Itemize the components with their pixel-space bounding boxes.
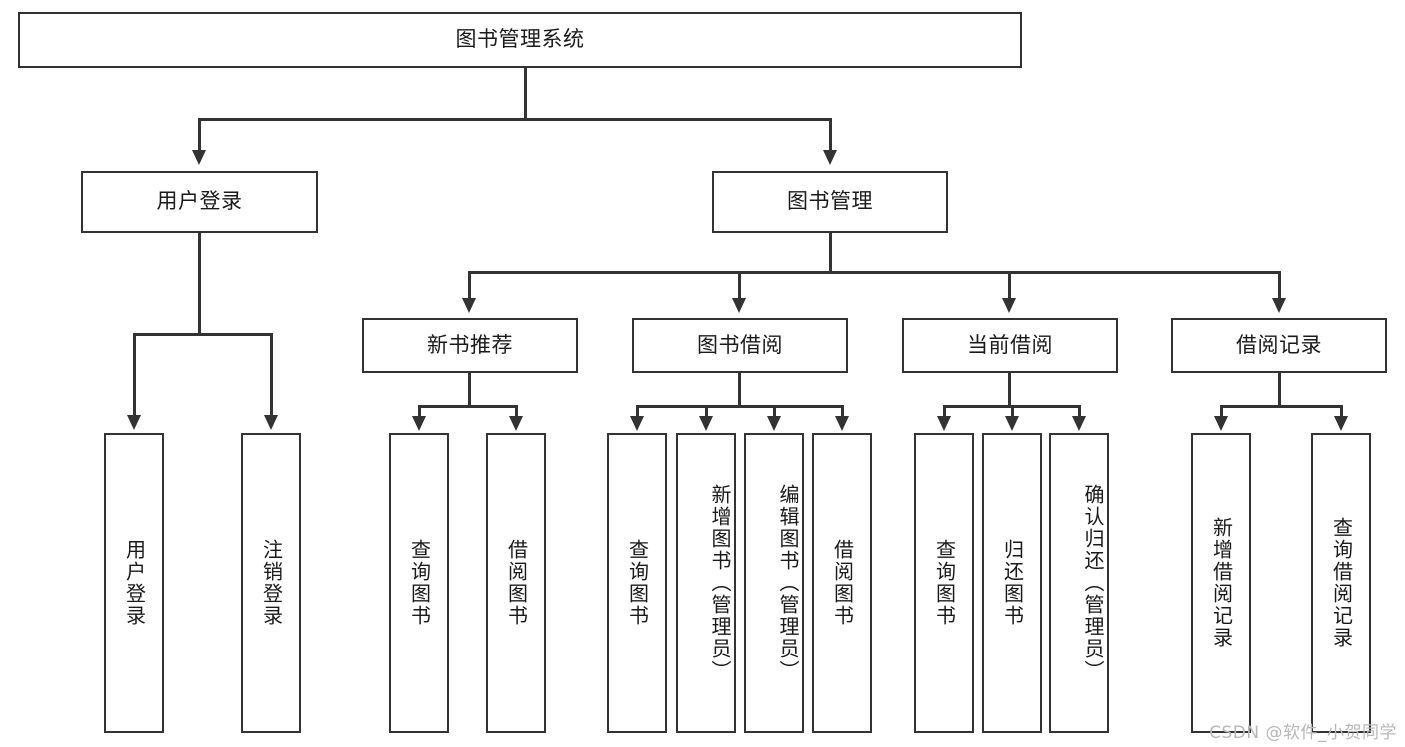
edge-user-login-stem: [198, 233, 201, 335]
arrow-bm-to-new-book-recommend: [462, 298, 476, 313]
arrow-bm-to-current-borrow: [1002, 298, 1016, 313]
node-label: 新增借阅记录: [1209, 517, 1234, 649]
arrow-new-book-leaf-2: [509, 416, 523, 431]
edge-current-borrow-drop-3: [1078, 405, 1081, 419]
arrow-user-login-leaf-1: [127, 415, 141, 430]
edge-user-login-drop-1: [133, 333, 136, 418]
node-user-login[interactable]: 用户登录: [81, 171, 318, 233]
leaf-user-logout[interactable]: 注销登录: [241, 433, 301, 733]
arrow-borrow-record-leaf-1: [1214, 416, 1228, 431]
node-book-borrow[interactable]: 图书借阅: [632, 318, 848, 373]
edge-root-bus: [198, 118, 832, 121]
node-label: 图书管理系统: [455, 27, 585, 52]
edge-bm-drop-new-book: [468, 271, 471, 301]
edge-book-borrow-drop-3: [773, 405, 776, 419]
node-label: 用户登录: [156, 189, 243, 214]
edge-borrow-record-bus: [1220, 405, 1342, 408]
leaf-query-book-new-recommend[interactable]: 查询图书: [389, 433, 449, 733]
arrow-current-borrow-leaf-2: [1005, 416, 1019, 431]
node-label: 查询借阅记录: [1329, 517, 1354, 649]
node-label: 查询图书: [407, 539, 432, 627]
node-label: 确认归还（管理员）: [1081, 484, 1105, 682]
arrow-new-book-leaf-1: [412, 416, 426, 431]
edge-new-book-drop-1: [418, 405, 421, 419]
edge-root-stem: [524, 68, 527, 120]
csdn-watermark: CSDN @软件_小贺同学: [1209, 723, 1397, 743]
leaf-borrow-book-borrow[interactable]: 借阅图书: [812, 433, 872, 733]
node-new-book-recommend[interactable]: 新书推荐: [362, 318, 578, 373]
edge-current-borrow-stem: [1008, 373, 1011, 407]
arrow-borrow-record-leaf-2: [1334, 416, 1348, 431]
leaf-query-borrow-record[interactable]: 查询借阅记录: [1311, 433, 1371, 733]
node-label: 归还图书: [1000, 539, 1025, 627]
node-label: 查询图书: [625, 539, 650, 627]
edge-bm-drop-current-borrow: [1008, 271, 1011, 301]
node-label: 查询图书: [932, 539, 957, 627]
edge-book-borrow-stem: [738, 373, 741, 407]
node-label: 借阅图书: [830, 539, 855, 627]
edge-current-borrow-drop-2: [1011, 405, 1014, 419]
arrow-root-to-book-management: [823, 150, 837, 165]
leaf-add-book-admin[interactable]: 新增图书（管理员）: [676, 433, 736, 733]
node-label: 用户登录: [122, 539, 147, 627]
node-current-borrow[interactable]: 当前借阅: [902, 318, 1118, 373]
edge-root-to-user-login: [198, 118, 201, 153]
arrow-current-borrow-leaf-3: [1072, 416, 1086, 431]
arrow-book-borrow-leaf-4: [835, 416, 849, 431]
arrow-book-borrow-leaf-3: [767, 416, 781, 431]
edge-book-borrow-bus: [636, 405, 844, 408]
edge-book-borrow-drop-2: [705, 405, 708, 419]
edge-root-to-book-management: [829, 118, 832, 153]
edge-current-borrow-drop-1: [943, 405, 946, 419]
leaf-confirm-return-admin[interactable]: 确认归还（管理员）: [1049, 433, 1109, 733]
edge-new-book-stem: [468, 373, 471, 407]
leaf-add-borrow-record[interactable]: 新增借阅记录: [1191, 433, 1251, 733]
arrow-book-borrow-leaf-2: [699, 416, 713, 431]
edge-user-login-bus: [133, 333, 272, 336]
node-root-system[interactable]: 图书管理系统: [18, 12, 1022, 68]
edge-book-management-bus: [468, 271, 1280, 274]
node-borrow-record[interactable]: 借阅记录: [1171, 318, 1387, 373]
arrow-book-borrow-leaf-1: [630, 416, 644, 431]
node-label: 编辑图书（管理员）: [776, 484, 800, 682]
arrow-bm-to-borrow-record: [1272, 298, 1286, 313]
leaf-return-book[interactable]: 归还图书: [982, 433, 1042, 733]
edge-new-book-bus: [418, 405, 518, 408]
node-label: 图书借阅: [697, 332, 783, 357]
arrow-user-login-leaf-2: [264, 415, 278, 430]
node-label: 图书管理: [787, 189, 873, 214]
edge-borrow-record-stem: [1278, 373, 1281, 407]
edge-borrow-record-drop-2: [1340, 405, 1343, 419]
leaf-borrow-book-new-recommend[interactable]: 借阅图书: [486, 433, 546, 733]
edge-current-borrow-bus: [943, 405, 1078, 408]
node-label: 新增图书（管理员）: [708, 484, 732, 682]
node-label: 当前借阅: [967, 332, 1053, 357]
edge-book-borrow-drop-4: [841, 405, 844, 419]
leaf-query-book-current[interactable]: 查询图书: [914, 433, 974, 733]
node-label: 借阅记录: [1236, 332, 1322, 357]
node-book-management[interactable]: 图书管理: [712, 171, 948, 233]
edge-book-management-stem: [829, 233, 832, 273]
node-label: 借阅图书: [504, 539, 529, 627]
edge-book-borrow-drop-1: [636, 405, 639, 419]
arrow-root-to-user-login: [192, 150, 206, 165]
edge-bm-drop-book-borrow: [738, 271, 741, 301]
node-label: 新书推荐: [427, 332, 513, 357]
edge-new-book-drop-2: [515, 405, 518, 419]
arrow-bm-to-book-borrow: [732, 298, 746, 313]
edge-bm-drop-borrow-record: [1278, 271, 1281, 301]
edge-user-login-drop-2: [270, 333, 273, 418]
arrow-current-borrow-leaf-1: [937, 416, 951, 431]
leaf-query-book-borrow[interactable]: 查询图书: [607, 433, 667, 733]
node-label: 注销登录: [259, 539, 284, 627]
edge-borrow-record-drop-1: [1220, 405, 1223, 419]
leaf-edit-book-admin[interactable]: 编辑图书（管理员）: [744, 433, 804, 733]
leaf-user-login[interactable]: 用户登录: [104, 433, 164, 733]
